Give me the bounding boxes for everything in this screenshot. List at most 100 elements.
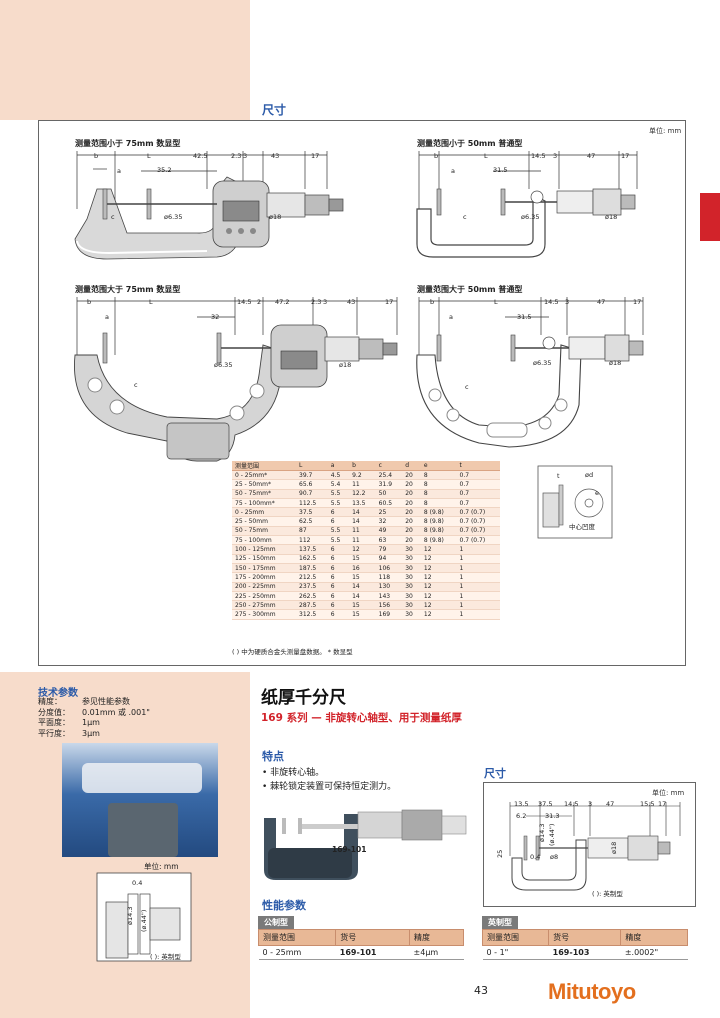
table-cell: 0.7 (0.7) [456, 535, 500, 546]
table-cell: 25 - 50mm* [232, 479, 296, 490]
table-cell: 8 [420, 470, 457, 481]
table-cell: 1 [456, 563, 500, 574]
table-cell: 90.7 [296, 489, 328, 499]
table-cell: 9.2 [349, 470, 376, 481]
table-cell: 143 [375, 591, 403, 602]
diagram-2-label: 测量范围小于 50mm 普通型 [417, 139, 523, 148]
feature-item: • 棘轮锁定装置可保持恒定测力。 [262, 782, 397, 792]
metric-caption: 公制型 [258, 916, 294, 929]
table-cell: 5.4 [327, 479, 350, 490]
table-cell: 0 - 25mm* [232, 470, 296, 481]
table-cell: 60.5 [375, 498, 403, 509]
table-cell: 13.5 [349, 498, 376, 509]
product-dims-box [483, 782, 696, 907]
table-cell: 14 [349, 591, 376, 602]
table-cell: 12 [420, 554, 457, 564]
table-cell: 8 (9.8) [420, 507, 457, 518]
table-cell: 30 [402, 609, 421, 620]
unit-note: 单位: mm [649, 127, 682, 135]
table-cell: 5.5 [327, 489, 350, 499]
table-cell: 79 [375, 544, 403, 555]
table-cell: 14 [349, 507, 376, 518]
product-dims-drawing [509, 802, 681, 891]
table-cell: 14 [349, 516, 376, 527]
table-cell: 6 [327, 516, 350, 527]
dim-table-header: d [402, 461, 421, 471]
table-cell: 15 [349, 554, 376, 564]
table-cell: 25 [375, 507, 403, 518]
table-cell: 30 [402, 544, 421, 555]
diagram-4-label: 测量范围大于 50mm 普通型 [417, 285, 523, 294]
product-dims-title: 尺寸 [484, 767, 506, 780]
table-cell: 75 - 100mm [232, 535, 296, 546]
table-cell: 12 [420, 582, 457, 592]
tech-title: 技术参数 [38, 688, 78, 699]
feature-item: • 非旋转心轴。 [262, 768, 325, 778]
table-cell: 30 [402, 600, 421, 611]
table-cell: 6 [327, 544, 350, 555]
anvil-detail-drawing [537, 465, 613, 539]
diagram-3-drawing [73, 297, 398, 462]
table-cell: 6 [327, 563, 350, 574]
table-cell: 62.5 [296, 516, 328, 527]
table-cell: 0.7 [456, 470, 500, 481]
table-cell: 30 [402, 554, 421, 564]
table-cell: 156 [375, 600, 403, 611]
table-cell: 12 [420, 563, 457, 574]
table-cell: 5.5 [327, 498, 350, 509]
table-cell: 39.7 [296, 470, 328, 481]
table-cell: 287.5 [296, 600, 328, 611]
table-cell: 12 [349, 544, 376, 555]
tech-specs: 精度：参见性能参数 分度值：0.01mm 或 .001" 平面度：1μm 平行度… [38, 697, 150, 738]
table-cell: 20 [402, 507, 421, 518]
table-cell: 1 [456, 591, 500, 602]
table-cell: 0.7 [456, 479, 500, 490]
table-cell: 20 [402, 498, 421, 509]
table-cell: 6 [327, 507, 350, 518]
table-cell: 49 [375, 526, 403, 537]
table-cell: 312.5 [296, 609, 328, 620]
table-cell: 5.5 [327, 535, 350, 546]
table-cell: 87 [296, 526, 328, 537]
table-cell: 63 [375, 535, 403, 546]
diagram-1-drawing [74, 151, 344, 260]
table-cell: 11 [349, 526, 376, 537]
table-cell: 8 (9.8) [420, 516, 457, 527]
dim-table-header: t [456, 461, 500, 471]
table-cell: 130 [375, 582, 403, 592]
table-cell: 11 [349, 479, 376, 490]
product-subtitle: 169 系列 — 非旋转心轴型、用于测量纸厚 [261, 712, 462, 724]
table-cell: 1 [456, 600, 500, 611]
table-cell: 8 [420, 489, 457, 499]
table-cell: 6 [327, 572, 350, 583]
table-cell: 137.5 [296, 544, 328, 555]
table-cell: 16 [349, 563, 376, 574]
table-cell: 15 [349, 609, 376, 620]
table-cell: 0.7 (0.7) [456, 526, 500, 537]
table-cell: 6 [327, 609, 350, 620]
table-cell: 6 [327, 600, 350, 611]
table-cell: 1 [456, 609, 500, 620]
table-cell: 20 [402, 516, 421, 527]
table-cell: 8 [420, 479, 457, 490]
table-cell: 50 - 75mm [232, 526, 296, 537]
table-cell: 0.7 (0.7) [456, 507, 500, 518]
table-cell: 30 [402, 582, 421, 592]
table-cell: 37.5 [296, 507, 328, 518]
dim-table-header: b [349, 461, 376, 471]
diagram-2-drawing [416, 151, 638, 258]
header-tint [0, 0, 250, 120]
table-cell: 25 - 50mm [232, 516, 296, 527]
table-cell: 1 [456, 544, 500, 555]
